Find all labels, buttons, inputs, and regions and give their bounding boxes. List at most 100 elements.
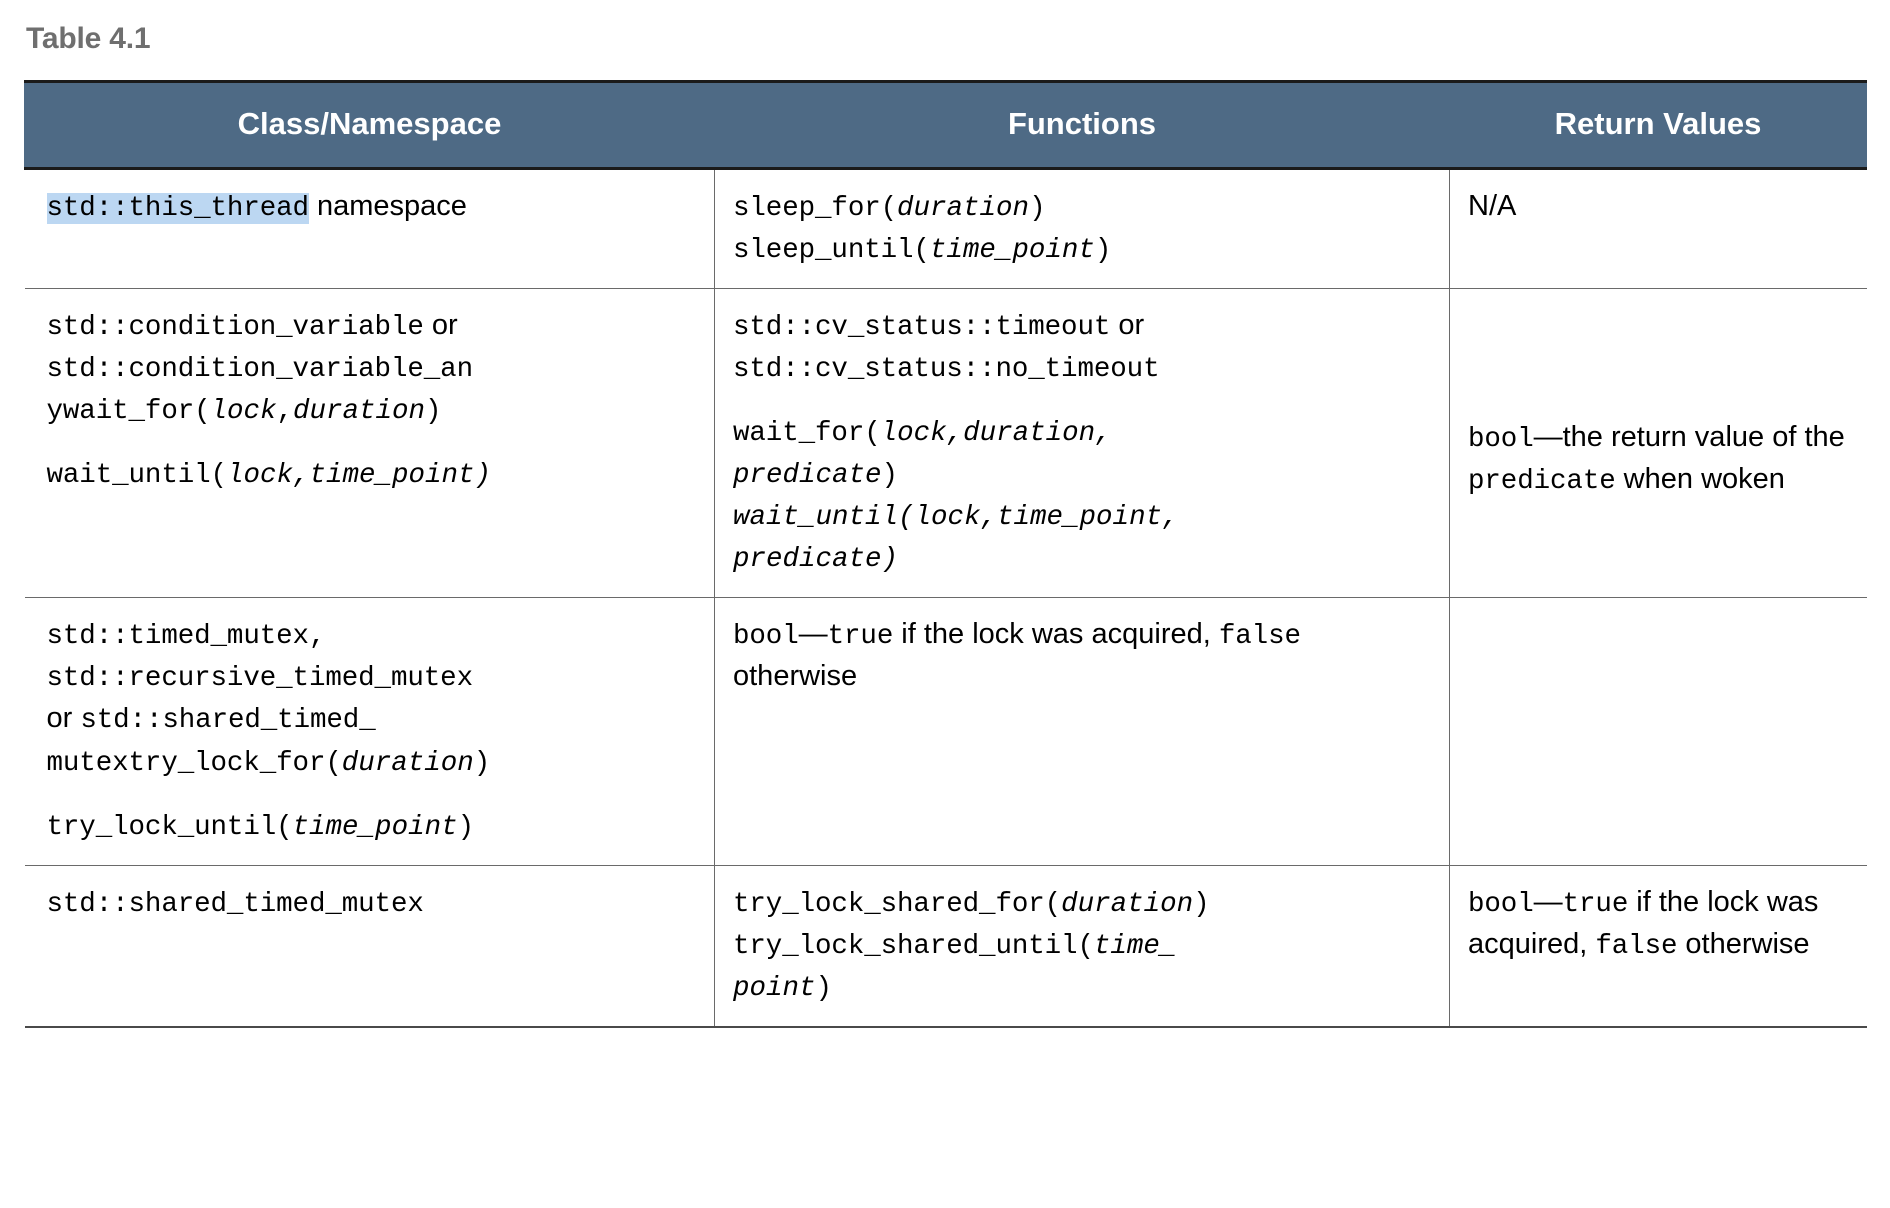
conjunction-or: or [46,702,81,735]
table-header: Class/Namespace Functions Return Values [24,80,1867,170]
cell-return-values: bool—the return value of the predicate w… [1449,288,1867,599]
code-text: std::timed_mutex, [46,621,326,653]
function-try-lock-shared-for: try_lock_shared_for(duration) [733,882,1431,924]
param-text: time_point [929,235,1095,267]
function-sleep-until: sleep_until(time_point) [733,228,1431,270]
function-wait-until-predicate-cont: predicate) [733,537,1431,579]
table-body: std::this_thread namespace sleep_for(dur… [24,168,1867,1028]
return-value-text: N/A [1468,190,1517,222]
code-text: std::condition_variable_an [46,354,474,386]
return-value-block: bool—the return value of the predicate w… [1468,417,1849,501]
function-wait-for-predicate-cont: predicate) [733,453,1431,495]
cell-functions: sleep_for(duration) sleep_until(time_poi… [714,168,1450,290]
code-text: ) [1094,235,1112,267]
spacer [47,783,697,805]
return-value-block: bool—true if the lock was acquired, fals… [1468,882,1849,966]
text-namespace: namespace [308,190,467,222]
table-row: std::timed_mutex, std::recursive_timed_m… [24,597,1867,866]
param-text: time_point [292,811,458,843]
return-value-text: —the return value of the [1533,421,1845,454]
code-text: mutextry_lock_for( [46,747,342,779]
cell-return-values: bool—true if the lock was acquired, fals… [1449,865,1867,1028]
code-bool: bool [1468,424,1534,456]
description-text: if the lock was acquired, [893,618,1219,651]
cell-functions: bool—true if the lock was acquired, fals… [714,597,1450,866]
class-recursive-timed-mutex: std::recursive_timed_mutex [47,656,697,698]
header-row: Class/Namespace Functions Return Values [24,80,1867,170]
code-text: ) [424,396,442,428]
cell-class-namespace: std::condition_variable or std::conditio… [24,288,715,599]
description-text: if the lock was acquired, [1468,885,1819,960]
code-bool: bool [733,621,799,653]
table-row: std::condition_variable or std::conditio… [24,288,1867,599]
code-text: , [276,396,294,428]
status-no-timeout: std::cv_status::no_timeout [733,347,1431,389]
code-text: ) [815,972,833,1004]
description-text: otherwise [733,660,858,693]
function-bool-description: bool—true if the lock was acquired, fals… [733,614,1431,697]
cell-functions: try_lock_shared_for(duration) try_lock_s… [714,865,1450,1028]
code-text: wait_until( [46,460,228,492]
cell-class-namespace: std::this_thread namespace [24,168,715,290]
cell-return-values: N/A [1449,168,1867,290]
conjunction-or: or [423,309,458,342]
spec-table: Class/Namespace Functions Return Values … [24,80,1867,1028]
class-timed-mutex: std::timed_mutex, [47,614,697,656]
code-text: sleep_until( [733,235,930,267]
code-text: ywait_for( [46,396,211,428]
column-header-class-namespace: Class/Namespace [24,80,715,170]
class-shared-timed-mutex: std::shared_timed_mutex [47,882,697,924]
cell-class-namespace: std::shared_timed_mutex [24,865,715,1028]
param-text-cont: point [391,460,475,492]
em-dash: — [798,618,828,651]
function-try-lock-for: mutextry_lock_for(duration) [47,741,697,783]
code-bool: bool [1468,888,1534,920]
cell-return-values [1449,597,1867,866]
code-text: try_lock_until( [46,811,293,843]
code-text: ) [1029,193,1046,224]
code-false: false [1595,930,1678,962]
cell-functions: std::cv_status::timeout or std::cv_statu… [714,288,1450,599]
column-header-return-values: Return Values [1449,80,1867,170]
function-wait-until-predicate: wait_until(lock,time_point, [733,495,1431,537]
code-text: ) [473,747,491,779]
code-this-thread: std::this_thread [46,193,309,224]
param-text: lock,time_ [226,460,392,492]
param-text-cont: point [733,972,816,1004]
code-text-italic: wait_until(lock,time_point, [733,502,1179,534]
param-text: duration [292,396,425,428]
param-text: duration [341,747,474,779]
param-text: predicate [733,460,882,492]
status-timeout: std::cv_status::timeout or [733,305,1431,347]
column-header-functions: Functions [714,80,1450,170]
code-text: std::shared_timed_ [80,705,376,737]
code-text: try_lock_shared_until( [733,930,1094,962]
code-text: std::condition_variable [46,312,424,344]
param-text: lock [210,396,277,428]
code-text: std::cv_status::no_timeout [733,354,1160,386]
function-sleep-for: sleep_for(duration) [733,186,1431,228]
function-wait-for: ywait_for(lock,duration) [47,389,697,431]
class-condition-variable-any: std::condition_variable_an [47,347,697,389]
param-text: duration [897,193,1030,224]
spacer [47,431,697,453]
function-try-lock-shared-until: try_lock_shared_until(time_ [733,924,1431,966]
table-row: std::shared_timed_mutex try_lock_shared_… [24,865,1867,1028]
class-condition-variable: std::condition_variable or [47,305,697,347]
code-text: ) [881,544,899,576]
function-wait-until: wait_until(lock,time_point) [47,453,697,495]
cell-class-namespace: std::timed_mutex, std::recursive_timed_m… [24,597,715,866]
return-value-text: when woken [1615,463,1785,496]
description-text: otherwise [1677,927,1810,960]
code-text: try_lock_shared_for( [733,888,1062,920]
code-text: std::cv_status::timeout [733,312,1111,344]
table-caption: Table 4.1 [26,22,151,55]
code-true: true [827,621,894,653]
conjunction-or: or [1110,309,1145,342]
function-try-lock-until: try_lock_until(time_point) [47,805,697,847]
param-text: time_ [1093,930,1177,962]
class-shared-timed-mutex: or std::shared_timed_ [47,698,697,740]
code-text: ) [457,811,475,843]
code-false: false [1218,621,1301,653]
